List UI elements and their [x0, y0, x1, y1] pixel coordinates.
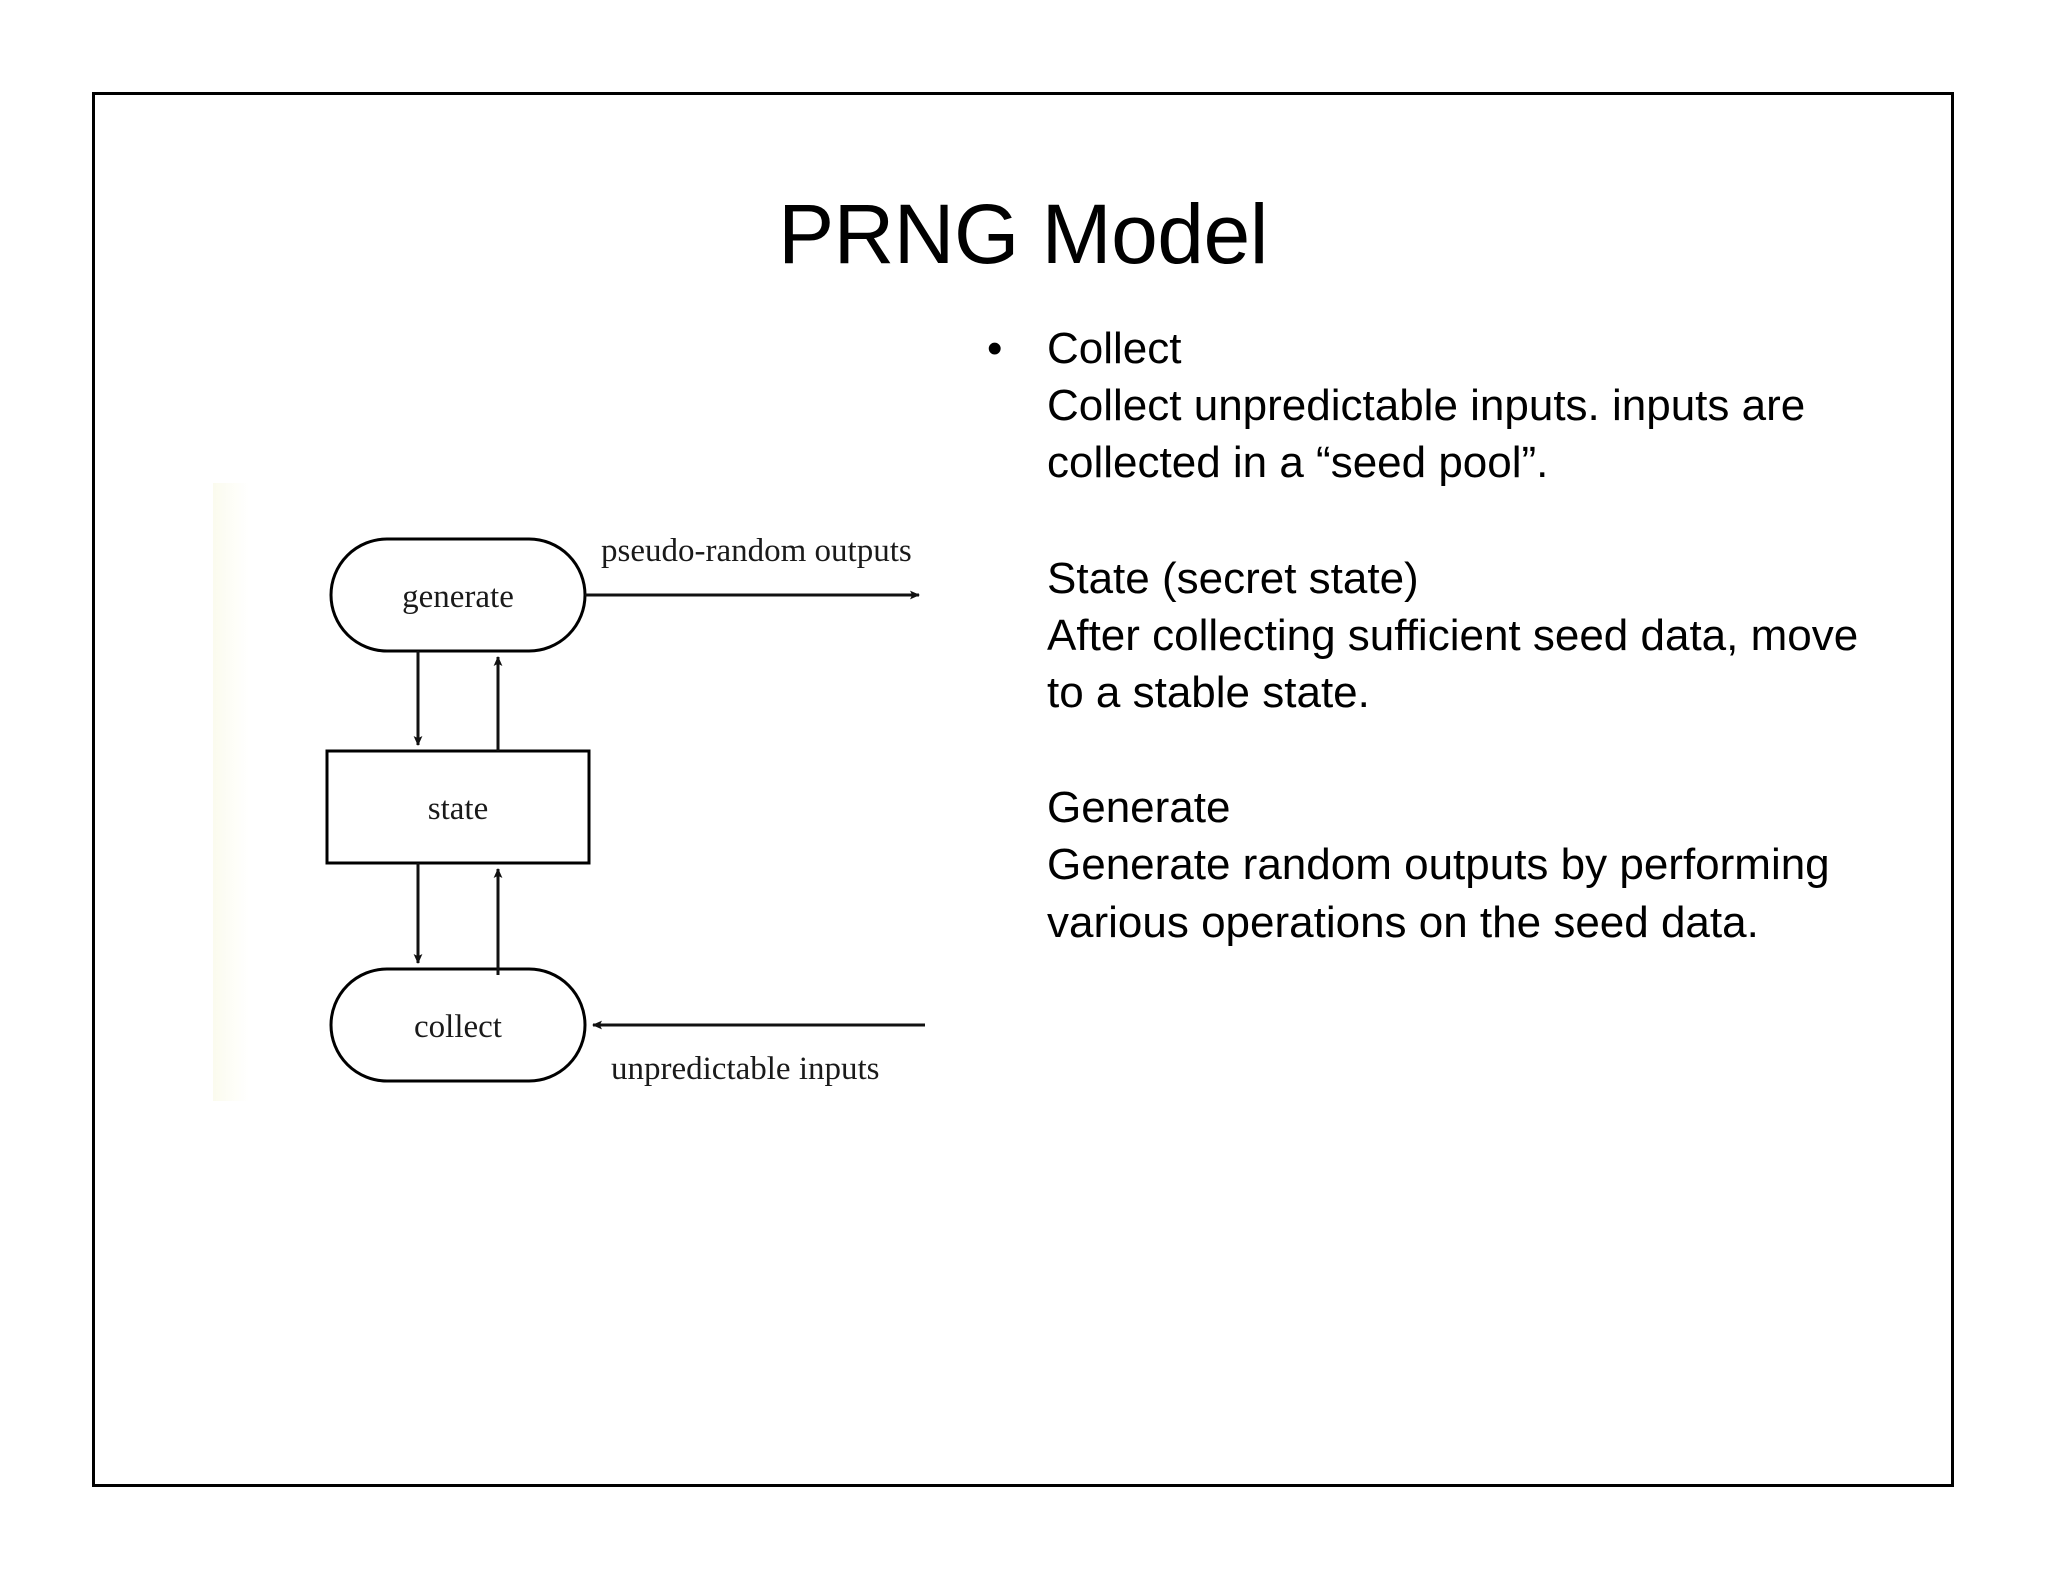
block-body-collect: Collect unpredictable inputs. inputs are…: [1047, 381, 1806, 488]
node-generate-label: generate: [402, 579, 514, 615]
bullet-body: Collect: [1047, 320, 1905, 377]
diagram-svg: generate state collect pseudo-random out…: [325, 533, 925, 1087]
list-item: • Collect: [975, 320, 1905, 377]
block-heading-state: State (secret state): [1047, 553, 1419, 603]
block-spacer: [975, 492, 1905, 550]
bullet-icon: •: [987, 324, 1003, 373]
node-collect-label: collect: [414, 1009, 502, 1045]
node-state-shape: [325, 749, 591, 865]
edge-label-pseudo-random-outputs: pseudo-random outputs: [601, 533, 912, 569]
node-state-label: state: [428, 791, 488, 827]
block-heading-generate: Generate: [1047, 783, 1231, 833]
diagram-edge-tint: [213, 483, 249, 1101]
block-spacer: [975, 721, 1905, 779]
block-body-state: After collecting sufficient seed data, m…: [1047, 610, 1859, 717]
edge-label-unpredictable-inputs: unpredictable inputs: [611, 1051, 880, 1087]
content-column: • Collect Collect unpredictable inputs. …: [975, 320, 1905, 951]
page-title: PRNG Model: [778, 187, 1268, 281]
prng-flow-diagram: generate state collect pseudo-random out…: [213, 483, 1053, 1101]
slide-canvas: PRNG Model generate state collect: [92, 92, 1954, 1487]
block-heading-collect: Collect: [1047, 324, 1182, 373]
node-collect-shape: [329, 967, 587, 1083]
block-body-generate: Generate random outputs by performing va…: [1047, 840, 1830, 947]
